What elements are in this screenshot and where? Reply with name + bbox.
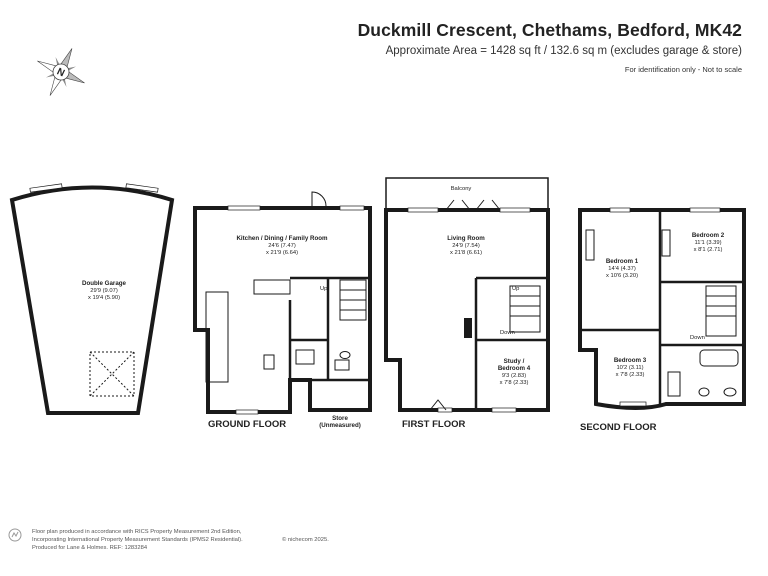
first-stairs-down: Down xyxy=(500,330,515,336)
area-summary: Approximate Area = 1428 sq ft / 132.6 sq… xyxy=(385,45,742,57)
garage-plan: Double Garage 29'9 (9.07) x 19'4 (5.90) xyxy=(9,183,175,415)
page-title: Duckmill Crescent, Chethams, Bedford, MK… xyxy=(357,20,742,40)
garage-name: Double Garage xyxy=(82,280,127,287)
store-name: Store xyxy=(332,415,348,422)
bed3-dim2: x 7'8 (2.33) xyxy=(616,372,645,378)
disclaimer-note: For identification only - Not to scale xyxy=(624,65,742,74)
living-dim2: x 21'8 (6.61) xyxy=(450,250,482,256)
second-stairs-down: Down xyxy=(690,335,705,341)
footer-line-1: Floor plan produced in accordance with R… xyxy=(32,529,242,535)
compass-icon: N xyxy=(37,48,85,96)
bed2-dim1: 11'1 (3.39) xyxy=(694,240,721,246)
bed2-dim2: x 8'1 (2.71) xyxy=(694,247,723,253)
bed3-dim1: 10'2 (3.11) xyxy=(616,365,643,371)
living-dim1: 24'9 (7.54) xyxy=(452,243,480,249)
bed1-dim1: 14'4 (4.37) xyxy=(608,266,636,272)
kitchen-dim2: x 21'9 (6.64) xyxy=(266,250,298,256)
footer-copyright: © nichecom 2025. xyxy=(282,537,329,543)
second-floor-plan: Bedroom 1 14'4 (4.37) x 10'6 (3.20) Bedr… xyxy=(578,207,746,410)
first-stairs-up: Up xyxy=(512,286,519,292)
garage-dim2: x 19'4 (5.90) xyxy=(88,295,120,301)
ground-stairs-up: Up xyxy=(320,286,327,292)
second-floor-label: SECOND FLOOR xyxy=(580,422,657,433)
store-note: (Unmeasured) xyxy=(319,422,361,429)
nichecom-logo-icon xyxy=(8,528,22,542)
balcony-label: Balcony xyxy=(451,186,472,192)
ground-floor-plan: Up Kitchen / Dining / Family Room 24'6 (… xyxy=(193,191,372,429)
ground-floor-label: GROUND FLOOR xyxy=(208,419,287,430)
footer-line-2: Incorporating International Property Mea… xyxy=(32,537,243,543)
living-name: Living Room xyxy=(447,235,485,242)
study-dim2: x 7'8 (2.33) xyxy=(500,380,529,386)
study-dim1: 9'3 (2.83) xyxy=(502,373,526,379)
bed2-name: Bedroom 2 xyxy=(692,232,725,239)
footer-line-3: Produced for Lane & Holmes. REF: 1283284 xyxy=(32,545,148,551)
first-floor-plan: Balcony Living Room 24'9 (7.54) x 21'8 (… xyxy=(384,177,550,413)
bed1-dim2: x 10'6 (3.20) xyxy=(606,273,638,279)
kitchen-dim1: 24'6 (7.47) xyxy=(268,243,296,249)
kitchen-name: Kitchen / Dining / Family Room xyxy=(236,235,328,242)
bed1-name: Bedroom 1 xyxy=(606,258,639,265)
study-name: Study / xyxy=(504,358,525,365)
first-floor-label: FIRST FLOOR xyxy=(402,419,466,430)
study-name2: Bedroom 4 xyxy=(498,365,531,372)
bed3-name: Bedroom 3 xyxy=(614,357,647,364)
garage-dim1: 29'9 (9.07) xyxy=(90,288,118,294)
compass-label: N xyxy=(55,66,66,79)
